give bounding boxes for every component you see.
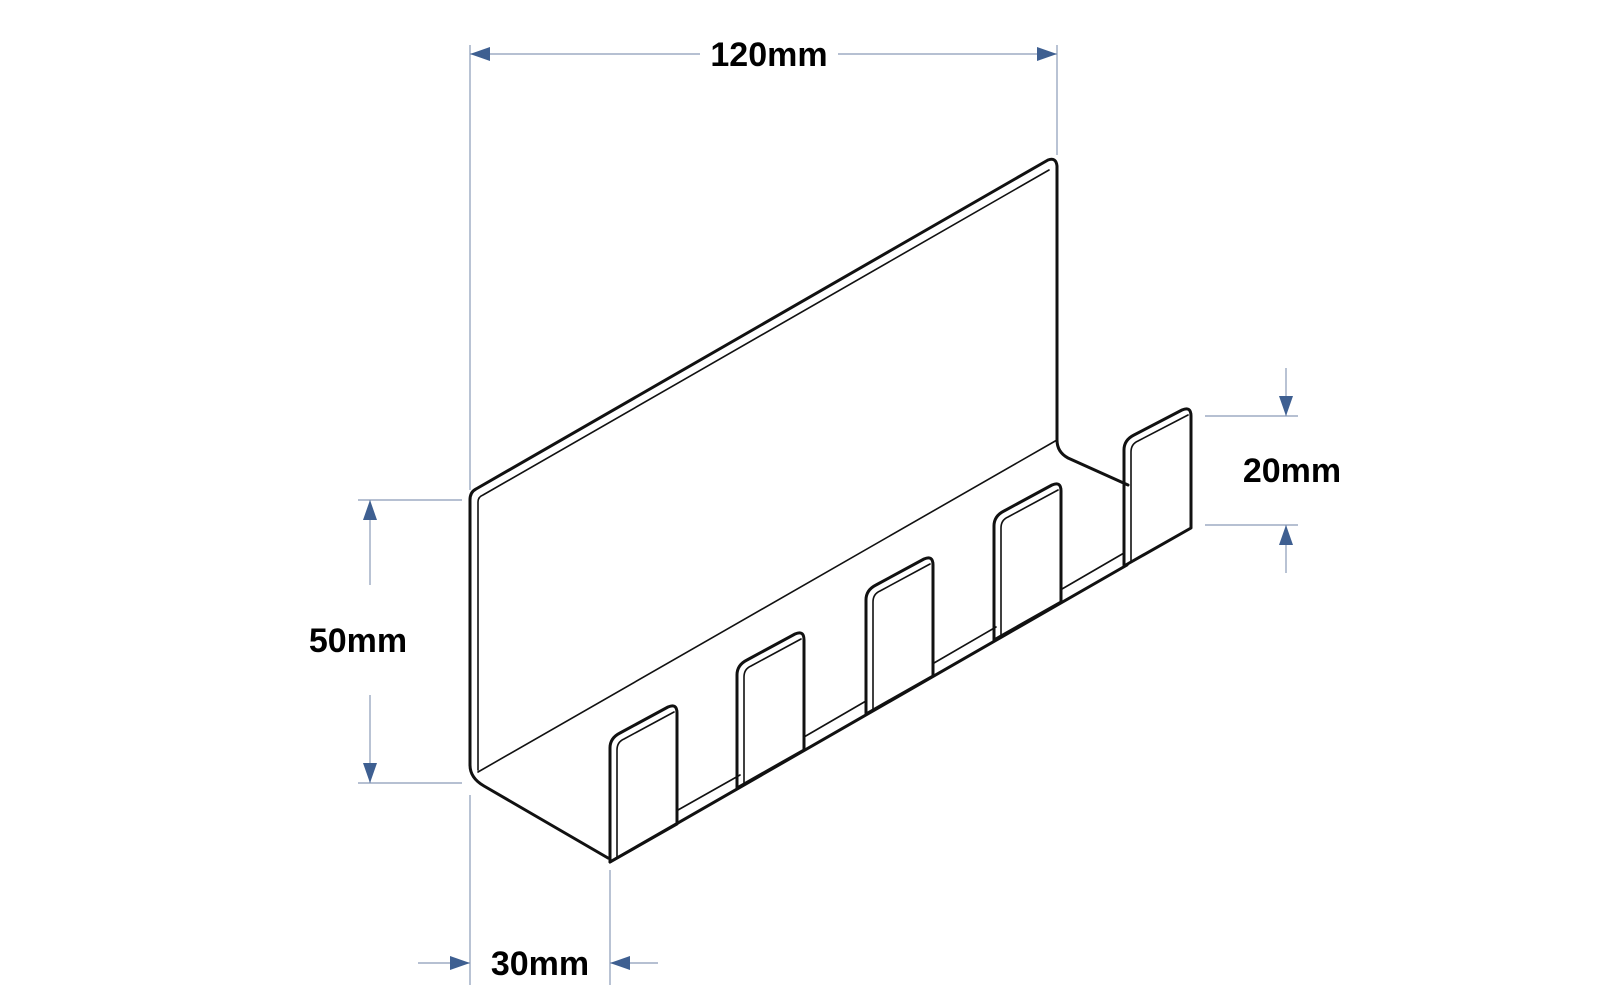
tab-height-arrow-bottom	[1279, 525, 1293, 545]
plate-front-edge	[468, 763, 610, 860]
tab-3	[864, 556, 935, 716]
length-arrow-right	[1037, 47, 1057, 61]
height-dimension: 50mm	[309, 499, 462, 784]
depth-label: 30mm	[491, 945, 589, 983]
back-plate	[468, 157, 1059, 767]
tab-5	[1122, 407, 1193, 568]
back-plate-inner	[477, 169, 1050, 771]
base-front-edge-inner	[677, 552, 1125, 811]
height-arrow-top	[363, 500, 377, 520]
tab-height-dimension: 20mm	[1205, 368, 1341, 573]
length-arrow-left	[470, 47, 490, 61]
tab-2	[735, 631, 806, 790]
height-label: 50mm	[309, 622, 407, 660]
base-back-edge	[1055, 438, 1130, 487]
depth-dimension: 30mm	[418, 795, 658, 985]
tab-4	[992, 482, 1063, 642]
bracket-body	[468, 157, 1193, 864]
base-fold-line	[477, 439, 1058, 773]
length-label: 120mm	[710, 36, 827, 74]
depth-arrow-left	[450, 956, 470, 970]
tab-height-label: 20mm	[1243, 452, 1341, 490]
tab-height-arrow-top	[1279, 396, 1293, 416]
tab-1	[608, 704, 679, 864]
length-dimension: 120mm	[469, 36, 1058, 490]
depth-arrow-right	[610, 956, 630, 970]
height-arrow-bottom	[363, 763, 377, 783]
